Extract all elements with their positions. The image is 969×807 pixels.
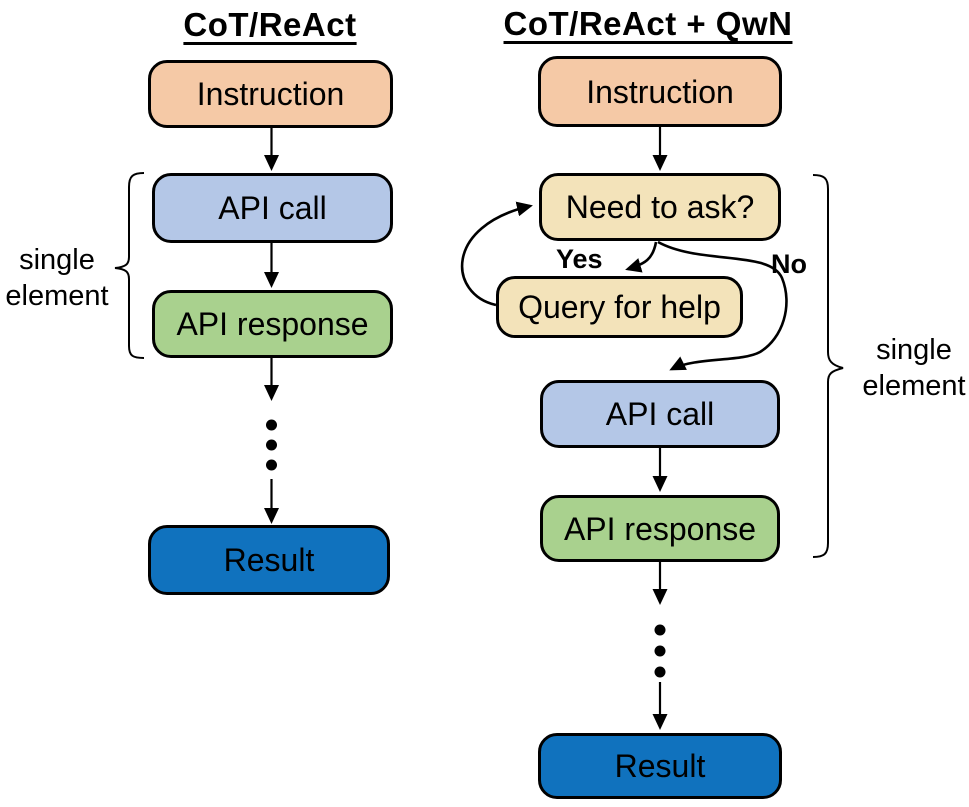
yes-edge-label: Yes bbox=[556, 244, 603, 274]
single-element-brackets bbox=[114, 172, 844, 558]
left-node-instruction: Instruction bbox=[148, 60, 393, 128]
right-bracket bbox=[812, 174, 844, 558]
no-edge-label: No bbox=[771, 249, 807, 279]
right-node-result: Result bbox=[538, 733, 782, 799]
right-node-api-call: API call bbox=[540, 380, 780, 448]
decision-edges bbox=[460, 201, 788, 371]
edge-no-curve bbox=[657, 240, 788, 371]
left-node-api-call: API call bbox=[152, 173, 393, 243]
right-node-need-to-ask: Need to ask? bbox=[539, 173, 781, 241]
left-bracket-label: single element bbox=[5, 244, 109, 312]
left-ellipsis-dots bbox=[266, 419, 277, 471]
left-bracket bbox=[114, 172, 145, 359]
left-flow-title: CoT/ReAct bbox=[183, 6, 357, 43]
left-node-result: Result bbox=[148, 525, 390, 595]
left-node-api-response: API response bbox=[152, 290, 393, 358]
right-flow-title: CoT/ReAct + QwN bbox=[503, 5, 793, 42]
right-node-instruction: Instruction bbox=[538, 56, 782, 127]
right-node-api-response: API response bbox=[540, 495, 780, 562]
edge-yes-curve bbox=[625, 241, 658, 273]
right-node-query-for-help: Query for help bbox=[496, 276, 743, 338]
right-bracket-label: single element bbox=[862, 334, 966, 402]
edge-loop-query-to-needtoask bbox=[460, 201, 533, 307]
right-ellipsis-dots bbox=[654, 624, 666, 678]
